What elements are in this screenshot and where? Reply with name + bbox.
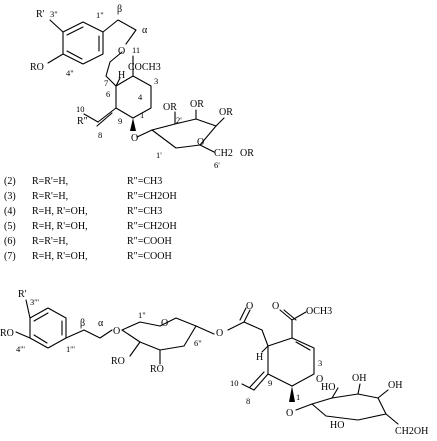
b-methoxy: OCH3 bbox=[306, 306, 332, 317]
glyco-o-label: O bbox=[131, 133, 138, 144]
b-oh-b: OH bbox=[388, 380, 402, 391]
b-locant-6pp: 6" bbox=[194, 338, 202, 348]
compound-5-r: R=H, R'=OH, bbox=[32, 221, 88, 232]
compound-2-rpp: R"=CH3 bbox=[127, 176, 162, 187]
sugar-or-6: OR bbox=[240, 148, 254, 159]
sugar-or-3: OR bbox=[190, 99, 204, 110]
locant-4: 4 bbox=[138, 92, 143, 102]
locant-10: 10 bbox=[76, 104, 85, 114]
ro-phenol-label: RO bbox=[30, 62, 44, 73]
b-carbonyl-o: O bbox=[246, 301, 253, 312]
compound-7-rpp: R"=COOH bbox=[127, 251, 172, 262]
compound-2-id: (2) bbox=[4, 176, 16, 187]
b-h-stereo: H bbox=[256, 352, 263, 363]
b-locant-4ppp: 4''' bbox=[16, 344, 25, 354]
b-locant-9: 9 bbox=[268, 378, 272, 388]
top-sugar-ring bbox=[151, 109, 225, 153]
r-dprime-label: R" bbox=[77, 116, 88, 127]
ether-o-label: O bbox=[118, 46, 125, 57]
b-locant-3ppp: 3''' bbox=[30, 297, 39, 307]
bottom-labels: R' 3''' RO 4''' 1''' β α O 1" O RO RO 6"… bbox=[0, 289, 428, 437]
compound-5-id: (5) bbox=[4, 221, 16, 232]
b-ch2oh: CH2OH bbox=[395, 426, 428, 437]
compound-6-r: R=R'=H, bbox=[32, 236, 68, 247]
b-locant-beta: β bbox=[80, 318, 85, 329]
acetyl-label: COCH3 bbox=[128, 62, 161, 73]
compound-3-rpp: R"=CH2OH bbox=[127, 191, 177, 202]
compound-6-id: (6) bbox=[4, 236, 16, 247]
b-ro-a: RO bbox=[111, 356, 125, 367]
bottom-inner-sugar bbox=[121, 317, 215, 365]
locant-4pp: 4" bbox=[66, 68, 74, 78]
compound-3-id: (3) bbox=[4, 191, 16, 202]
b-carbonyl-o2: O bbox=[272, 301, 279, 312]
b-locant-1ppp: 1''' bbox=[66, 344, 75, 354]
compound-3-r: R=R'=H, bbox=[32, 191, 68, 202]
bottom-terminal-sugar bbox=[311, 383, 399, 425]
locant-6: 6 bbox=[106, 89, 110, 99]
compound-6-rpp: R"=COOH bbox=[127, 236, 172, 247]
locant-7: 7 bbox=[104, 78, 108, 88]
b-r-prime-label: R' bbox=[18, 289, 27, 300]
b-oh-a: OH bbox=[352, 373, 366, 384]
compound-4-rpp: R"=CH3 bbox=[127, 206, 162, 217]
locant-3pp: 3" bbox=[50, 9, 58, 19]
h-stereo-label: H bbox=[118, 70, 125, 81]
locant-2p: 2' bbox=[176, 115, 182, 125]
b-ester-o: O bbox=[216, 328, 223, 339]
b-ho-b: HO bbox=[330, 420, 344, 431]
compound-7-r: R=H, R'=OH, bbox=[32, 251, 88, 262]
compound-4-id: (4) bbox=[4, 206, 16, 217]
b-locant-8: 8 bbox=[246, 396, 250, 406]
locant-3: 3 bbox=[154, 76, 158, 86]
locant-1p: 1' bbox=[156, 150, 162, 160]
b-locant-alpha: α bbox=[98, 318, 104, 329]
top-labels: R' 3" RO 4" 1" β α O 11 COCH3 7 H 6 4 3 … bbox=[30, 4, 254, 170]
compound-5-rpp: R"=CH2OH bbox=[127, 221, 177, 232]
r-prime-label: R' bbox=[36, 9, 45, 20]
locant-11: 11 bbox=[132, 45, 140, 55]
b-ring-o: O bbox=[316, 374, 323, 385]
sugar-ch2-label: CH2 bbox=[214, 148, 233, 159]
b-o-link: O bbox=[286, 408, 293, 419]
compound-legend: (2) R=R'=H, R"=CH3 (3) R=R'=H, R"=CH2OH … bbox=[4, 176, 177, 262]
locant-alpha: α bbox=[142, 25, 148, 36]
locant-8: 8 bbox=[98, 130, 102, 140]
locant-1: 1 bbox=[140, 110, 144, 120]
b-sugar-ring-o: O bbox=[161, 318, 168, 329]
compound-2-r: R=R'=H, bbox=[32, 176, 68, 187]
locant-1pp: 1" bbox=[96, 10, 104, 20]
bottom-structure bbox=[15, 299, 399, 425]
top-structure bbox=[47, 19, 225, 153]
compound-4-r: R=H, R'=OH, bbox=[32, 206, 88, 217]
b-locant-1: 1 bbox=[296, 392, 300, 402]
bottom-phenyl-ring bbox=[29, 307, 67, 349]
locant-beta: β bbox=[117, 4, 122, 15]
locant-9: 9 bbox=[118, 116, 122, 126]
sugar-ring-o: O bbox=[197, 137, 204, 148]
locant-6p: 6' bbox=[214, 160, 220, 170]
compound-7-id: (7) bbox=[4, 251, 16, 262]
b-locant-3: 3 bbox=[318, 358, 322, 368]
b-ro-phenol-label: RO bbox=[0, 328, 14, 339]
b-glyco-o: O bbox=[113, 326, 120, 337]
top-phenyl-ring bbox=[62, 21, 104, 65]
b-ro-b: RO bbox=[150, 364, 164, 375]
b-ho-a: HO bbox=[321, 382, 335, 393]
top-cyclohexane bbox=[115, 75, 152, 119]
b-locant-10: 10 bbox=[230, 378, 239, 388]
sugar-or-2: OR bbox=[163, 102, 177, 113]
sugar-or-4: OR bbox=[219, 107, 233, 118]
b-locant-1pp: 1" bbox=[138, 310, 146, 320]
bottom-pyran-ring bbox=[267, 337, 315, 387]
